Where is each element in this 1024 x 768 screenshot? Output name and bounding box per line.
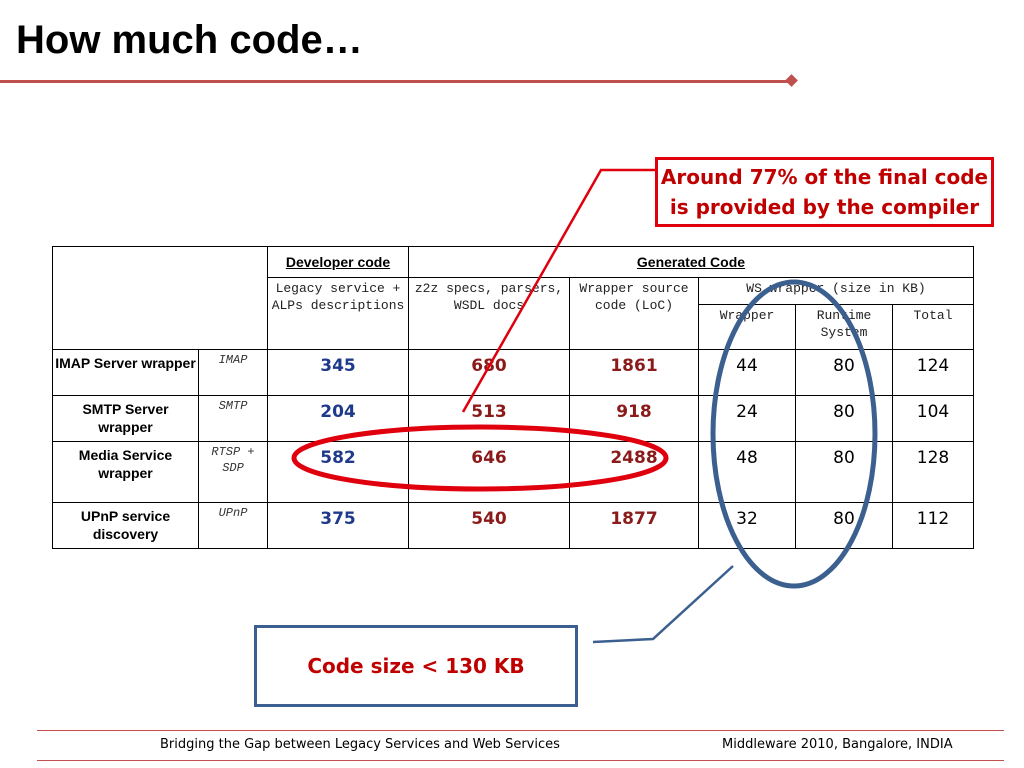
code-size-callout: Code size < 130 KB	[254, 625, 578, 707]
cell-wrapper-kb: 44	[698, 349, 796, 396]
footer-venue: Middleware 2010, Bangalore, INDIA	[722, 737, 953, 752]
subheader-wrapper-source: Wrapper source code (LoC)	[569, 277, 699, 350]
cell-wrapper-source: 1877	[569, 502, 699, 549]
cell-z2z: 646	[408, 441, 570, 503]
cell-wrapper-kb: 48	[698, 441, 796, 503]
compiler-percentage-callout: Around 77% of the final code is provided…	[655, 157, 994, 227]
table-row: Media Service wrapper RTSP + SDP 582 646…	[52, 441, 974, 503]
subheader-ws-wrapper: WS wrapper (size in KB)	[698, 277, 974, 305]
row-protocol: IMAP	[198, 349, 268, 396]
cell-z2z: 513	[408, 395, 570, 442]
row-name: IMAP Server wrapper	[52, 349, 199, 396]
cell-runtime-kb: 80	[795, 349, 893, 396]
subheader-z2z: z2z specs, parsers, WSDL docs	[408, 277, 570, 350]
slide-title: How much code…	[16, 18, 363, 62]
table-row: UPnP service discovery UPnP 375 540 1877…	[52, 502, 974, 549]
cell-wrapper-source: 1861	[569, 349, 699, 396]
cell-total-kb: 104	[892, 395, 974, 442]
row-name: Media Service wrapper	[52, 441, 199, 503]
row-name: SMTP Server wrapper	[52, 395, 199, 442]
header-generated-code: Generated Code	[408, 246, 974, 278]
header-developer-code: Developer code	[267, 246, 409, 278]
cell-runtime-kb: 80	[795, 441, 893, 503]
table-row: IMAP Server wrapper IMAP 345 680 1861 44…	[52, 349, 974, 396]
cell-developer: 582	[267, 441, 409, 503]
cell-developer: 204	[267, 395, 409, 442]
cell-total-kb: 128	[892, 441, 974, 503]
cell-developer: 375	[267, 502, 409, 549]
row-protocol: SMTP	[198, 395, 268, 442]
subheader-wrapper: Wrapper	[698, 304, 796, 350]
title-diamond-icon	[785, 74, 798, 87]
row-name: UPnP service discovery	[52, 502, 199, 549]
callout-top-line1: Around 77% of the final code	[660, 165, 989, 189]
cell-total-kb: 112	[892, 502, 974, 549]
cell-runtime-kb: 80	[795, 395, 893, 442]
table-row: SMTP Server wrapper SMTP 204 513 918 24 …	[52, 395, 974, 442]
title-underline	[0, 80, 792, 83]
subheader-total: Total	[892, 304, 974, 350]
cell-developer: 345	[267, 349, 409, 396]
code-size-table: Developer code Generated Code Legacy ser…	[52, 246, 974, 549]
cell-z2z: 540	[408, 502, 570, 549]
cell-runtime-kb: 80	[795, 502, 893, 549]
cell-wrapper-source: 2488	[569, 441, 699, 503]
cell-wrapper-source: 918	[569, 395, 699, 442]
subheader-runtime: Runtime System	[795, 304, 893, 350]
footer-bottom-rule	[37, 760, 1004, 761]
footer-top-rule	[37, 730, 1004, 731]
table-corner-cell	[52, 246, 268, 350]
cell-z2z: 680	[408, 349, 570, 396]
cell-total-kb: 124	[892, 349, 974, 396]
row-protocol: UPnP	[198, 502, 268, 549]
callout-top-line2: is provided by the compiler	[669, 195, 980, 219]
row-protocol: RTSP + SDP	[198, 441, 268, 503]
subheader-legacy: Legacy service + ALPs descriptions	[267, 277, 409, 350]
blue-pointer-line	[592, 565, 734, 644]
cell-wrapper-kb: 32	[698, 502, 796, 549]
cell-wrapper-kb: 24	[698, 395, 796, 442]
footer-talk-title: Bridging the Gap between Legacy Services…	[160, 737, 560, 752]
